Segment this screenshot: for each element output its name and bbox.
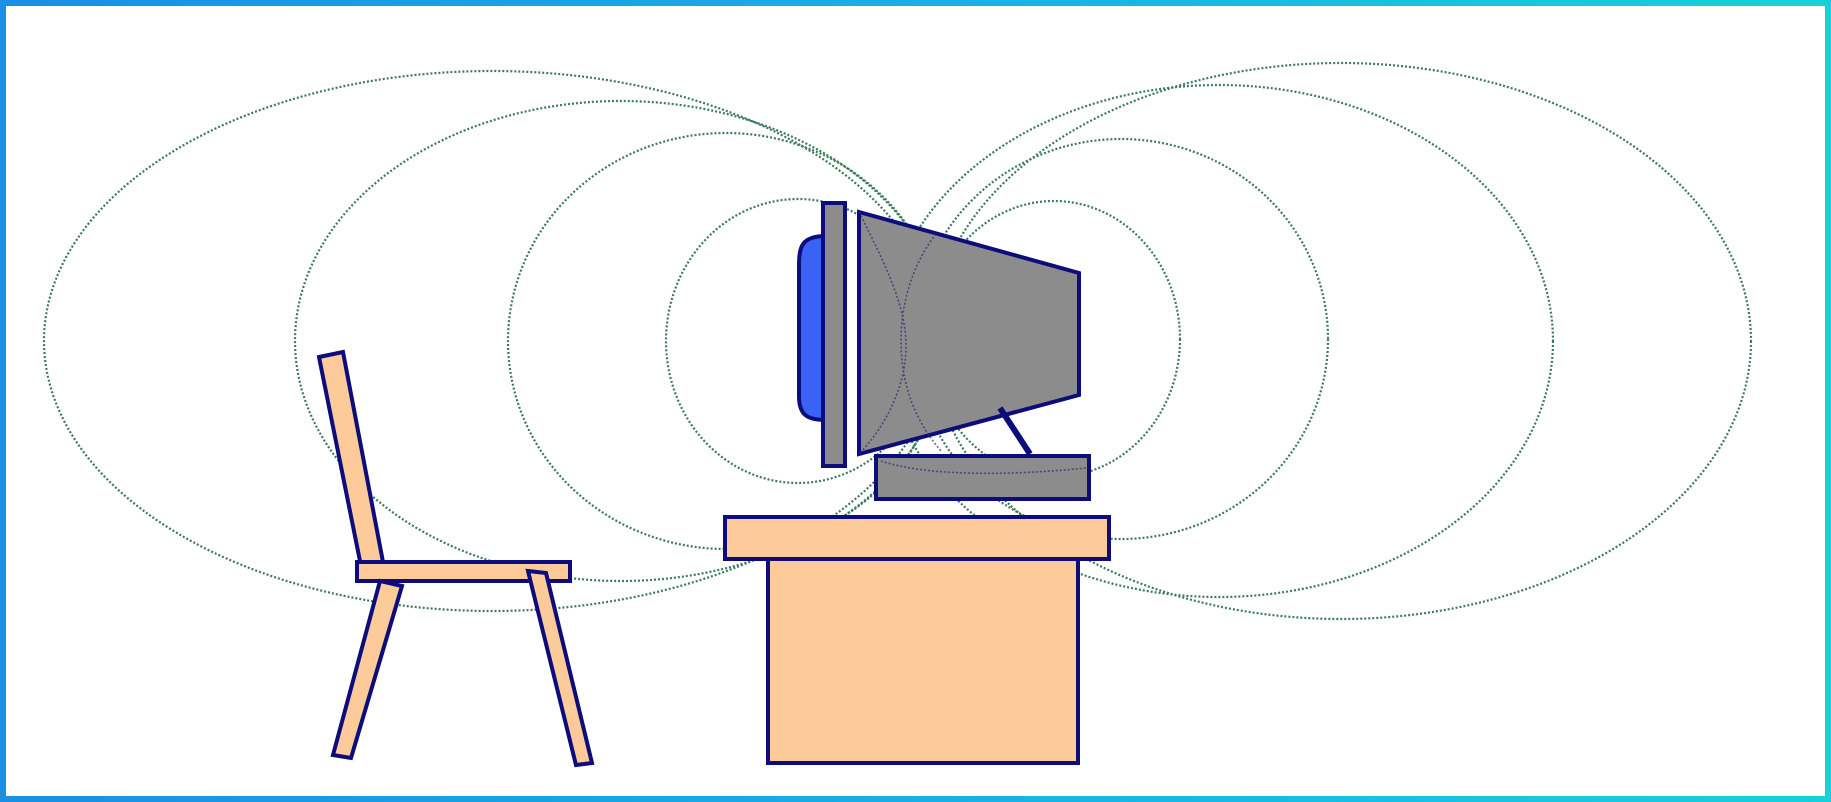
chair-leg-front [330, 578, 405, 761]
field-overlay-base [880, 460, 1087, 475]
desk-top [723, 515, 1111, 561]
desk-body [766, 557, 1080, 765]
monitor [797, 201, 1091, 501]
field-overlay-right [900, 233, 942, 452]
monitor-stand-base [874, 454, 1091, 501]
field-line-right-mid [912, 137, 1330, 541]
desk [723, 515, 1111, 765]
chair-leg-back [525, 568, 595, 768]
field-overlay-left [858, 211, 907, 455]
field-line-right-inner [926, 199, 1182, 479]
monitor-body [857, 209, 1081, 457]
field-line-left-large [293, 99, 949, 583]
chair [316, 349, 595, 768]
monitor-stand-arm [997, 406, 1033, 456]
field-line-right-large [883, 83, 1555, 599]
diagram-canvas [6, 6, 1825, 796]
field-line-right-outer [929, 61, 1753, 621]
chair-back [316, 349, 386, 569]
field-lines-overlay [858, 211, 1087, 475]
monitor-bezel [821, 201, 847, 468]
monitor-emission-diagram [42, 61, 1753, 768]
monitor-screen [797, 233, 828, 423]
chair-seat [355, 560, 572, 583]
